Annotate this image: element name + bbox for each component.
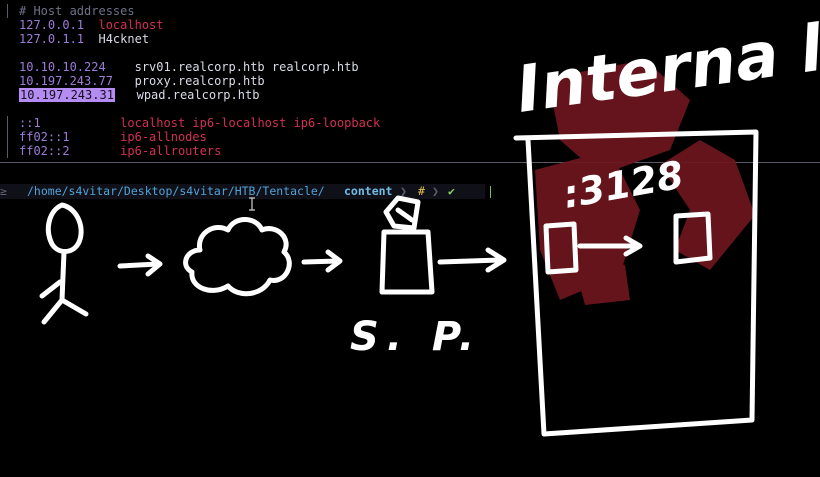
entry-names: wpad.realcorp.htb: [136, 88, 260, 102]
entry-ip-highlighted: 10.197.243.31: [19, 88, 115, 102]
arrow-right-icon: [577, 235, 643, 257]
red-logo-watermark: [535, 60, 755, 305]
arrow-right-icon: [117, 253, 163, 277]
entry-ip: ff02::2: [19, 144, 70, 158]
prompt-arrow: ≥: [0, 184, 7, 198]
prompt-status-check: ✔: [448, 184, 455, 198]
entry-names: ip6-allrouters: [120, 144, 222, 158]
entry-ip: 127.0.0.1: [19, 18, 85, 32]
internal-network-box: [513, 129, 759, 437]
hosts-entry: 10.197.243.77 proxy.realcorp.htb: [19, 74, 265, 88]
arrow-right-icon: [437, 247, 507, 273]
hosts-comment: # Host addresses: [19, 4, 135, 18]
hosts-entry: ff02::2 ip6-allrouters: [19, 144, 221, 158]
entry-names: ip6-allnodes: [120, 130, 207, 144]
prompt-separator: ❯: [400, 184, 407, 198]
pane-divider: [0, 162, 820, 163]
entry-ip: 10.197.243.77: [19, 74, 113, 88]
hosts-entry: ::1 localhost ip6-localhost ip6-loopback: [19, 116, 380, 130]
entry-ip: 10.10.10.224: [19, 60, 106, 74]
entry-ip: 127.0.1.1: [19, 32, 85, 46]
gutter-bar: [7, 116, 8, 158]
entry-names: localhost: [98, 18, 164, 32]
entry-ip: ff02::1: [19, 130, 70, 144]
hosts-entry: 10.197.243.31 wpad.realcorp.htb: [19, 88, 259, 102]
arrow-right-icon: [301, 249, 343, 273]
terminal-cursor: [490, 186, 491, 198]
prompt-path: /home/s4vitar/Desktop/s4vitar/HTB/Tentac…: [27, 184, 325, 198]
prompt-path-current: content: [344, 184, 393, 198]
entry-names: localhost ip6-localhost ip6-loopback: [120, 116, 381, 130]
hosts-file-view: # Host addresses 127.0.0.1 localhost 127…: [0, 0, 820, 160]
inner-node-square-icon: [673, 211, 713, 265]
squid-proxy-icon: [379, 195, 435, 295]
entry-names: H4cknet: [98, 32, 150, 46]
hosts-entry: 127.0.0.1 localhost: [19, 18, 164, 32]
entry-ip: ::1: [19, 116, 41, 130]
cloud-icon: [183, 217, 292, 297]
shell-prompt[interactable]: ≥ /home/s4vitar/Desktop/s4vitar/HTB/Tent…: [0, 184, 485, 199]
user-stick-figure-icon: [39, 202, 89, 325]
hosts-entry: ff02::1 ip6-allnodes: [19, 130, 207, 144]
sp-label: S. P.: [350, 314, 482, 360]
text-ibeam-cursor-icon: [249, 197, 255, 211]
entry-names: srv01.realcorp.htb realcorp.htb: [134, 60, 359, 74]
gutter-bar: [7, 4, 8, 18]
inner-node-square-icon: [543, 221, 579, 275]
hosts-entry: 10.10.10.224 srv01.realcorp.htb realcorp…: [19, 60, 359, 74]
prompt-separator: ❯: [432, 184, 439, 198]
hosts-entry: 127.0.1.1 H4cknet: [19, 32, 149, 46]
entry-names: proxy.realcorp.htb: [134, 74, 265, 88]
prompt-symbol: #: [418, 184, 425, 198]
